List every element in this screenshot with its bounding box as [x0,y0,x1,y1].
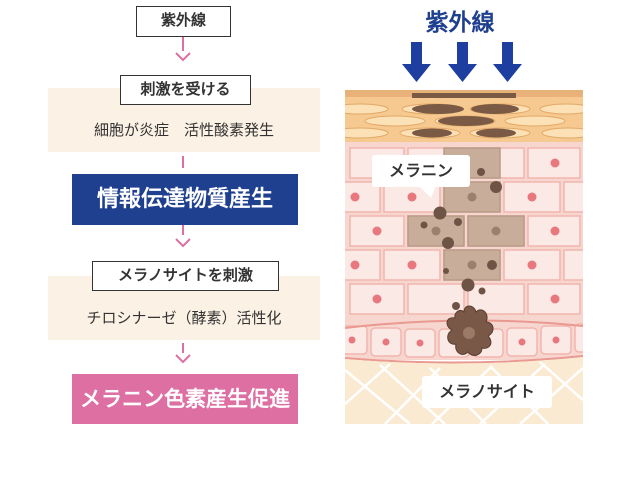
down-arrow-icon [175,354,191,364]
callout-tail [418,185,436,198]
down-arrow-icon [175,238,191,248]
melanin-corneum [412,92,519,138]
melanocyte-label: メラノサイト [422,376,552,408]
melanin-label: メラニン [372,155,470,187]
uv-arrows [402,42,522,82]
melanin-cells [407,147,525,281]
flow-step-uv: 紫外線 [136,6,231,37]
uv-arrow-icon [493,42,522,82]
uv-arrow-icon [402,42,431,82]
connector-line [182,343,184,353]
skin-surface [345,90,583,93]
melanin-granules [420,168,502,310]
connector-line [182,37,184,51]
uv-title: 紫外線 [425,10,495,36]
cell-nuclei [350,158,560,304]
flow-step-messenger: 情報伝達物質産生 [72,174,298,225]
uv-arrow-icon [448,42,477,82]
flow-step-stimulus: 刺激を受ける [120,75,251,105]
inflammation-note: 細胞が炎症 活性酸素発生 [93,121,274,139]
melanin-nuclei [431,192,501,270]
down-arrow-icon [175,52,191,62]
basal-nuclei [348,336,560,347]
tyrosinase-note: チロシナーゼ（酵素）活性化 [86,309,282,327]
connector-line [182,156,184,168]
flow-step-melanin: メラニン色素産生促進 [72,374,298,424]
connector-line [182,225,184,235]
flow-step-melanocyte: メラノサイトを刺激 [92,261,279,291]
